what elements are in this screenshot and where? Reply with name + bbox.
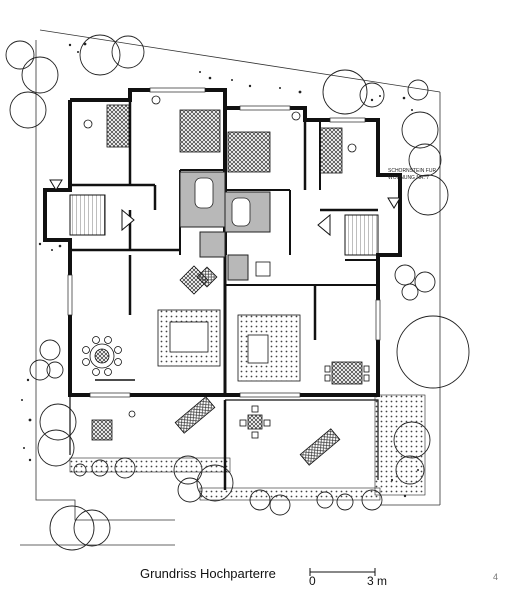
bedroom-beds [83,95,357,174]
hedge-strips [69,394,426,501]
staircases [49,179,401,256]
page-number: 4 [493,572,499,582]
property-boundary [20,29,441,546]
chimney-note-line2: WOHNUNG NR. 7 [388,175,430,181]
terrace-furniture [91,396,341,466]
bathroom-core [179,171,271,281]
chimney-note-line1: SCHORNSTEIN FUR [388,168,437,174]
living-room-furniture [82,261,370,385]
scale-bar [309,568,376,576]
scale-start-label: 0 [309,574,316,588]
windows [67,87,381,398]
drawing-caption: Grundriss Hochparterre [140,566,276,581]
scale-end-label: 3 m [367,574,388,588]
chimney-note: SCHORNSTEIN FUR WOHNUNG NR. 7 [388,168,448,182]
